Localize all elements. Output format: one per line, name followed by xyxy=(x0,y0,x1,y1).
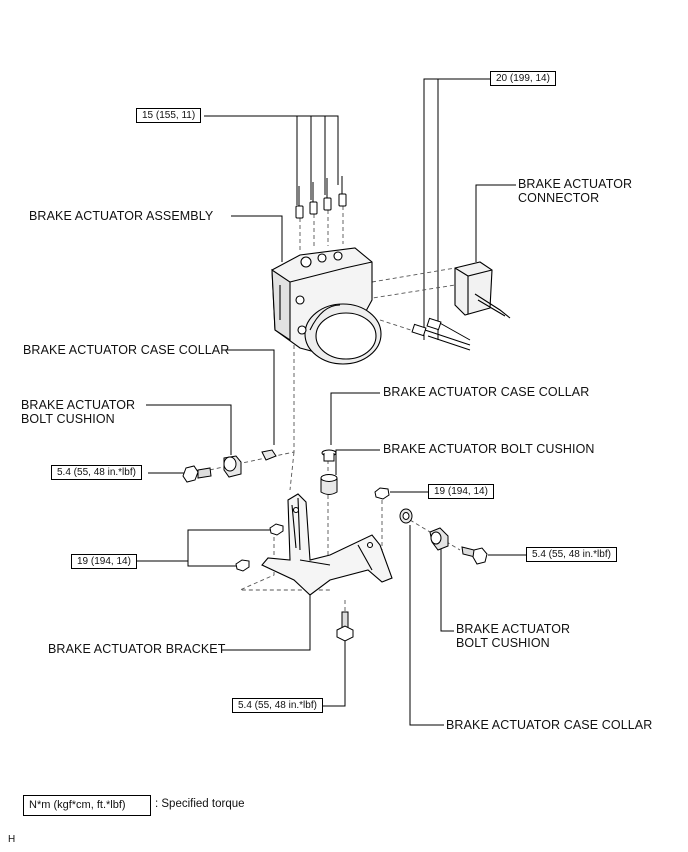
torque-box-5-4-bottom: 5.4 (55, 48 in.*lbf) xyxy=(232,698,323,713)
torque-box-5-4-left: 5.4 (55, 48 in.*lbf) xyxy=(51,465,142,480)
footer-code: H xyxy=(8,834,16,845)
torque-box-5-4-right: 5.4 (55, 48 in.*lbf) xyxy=(526,547,617,562)
label-brake-actuator-assembly: BRAKE ACTUATOR ASSEMBLY xyxy=(29,209,214,223)
torque-box-15: 15 (155, 11) xyxy=(136,108,202,123)
torque-box-19-upper: 19 (194, 14) xyxy=(428,484,494,499)
label-bolt-cushion-left-line2: BOLT CUSHION xyxy=(21,412,115,426)
label-case-collar-middle: BRAKE ACTUATOR CASE COLLAR xyxy=(383,385,590,399)
label-bolt-cushion-right-line1: BRAKE ACTUATOR xyxy=(456,622,571,636)
torque-box-20: 20 (199, 14) xyxy=(490,71,556,86)
label-bolt-cushion-left-line1: BRAKE ACTUATOR xyxy=(21,398,136,412)
legend-description: : Specified torque xyxy=(155,798,245,810)
label-case-collar-left: BRAKE ACTUATOR CASE COLLAR xyxy=(23,343,230,357)
label-case-collar-bottom: BRAKE ACTUATOR CASE COLLAR xyxy=(446,718,653,732)
label-bolt-cushion-middle: BRAKE ACTUATOR BOLT CUSHION xyxy=(383,442,595,456)
label-bracket: BRAKE ACTUATOR BRACKET xyxy=(48,642,226,656)
label-bolt-cushion-right-line2: BOLT CUSHION xyxy=(456,636,550,650)
label-brake-actuator-connector-line2: CONNECTOR xyxy=(518,191,600,205)
legend-unit-box: N*m (kgf*cm, ft.*lbf) xyxy=(23,795,151,816)
label-brake-actuator-connector-line1: BRAKE ACTUATOR xyxy=(518,177,633,191)
torque-box-19-left: 19 (194, 14) xyxy=(71,554,137,569)
